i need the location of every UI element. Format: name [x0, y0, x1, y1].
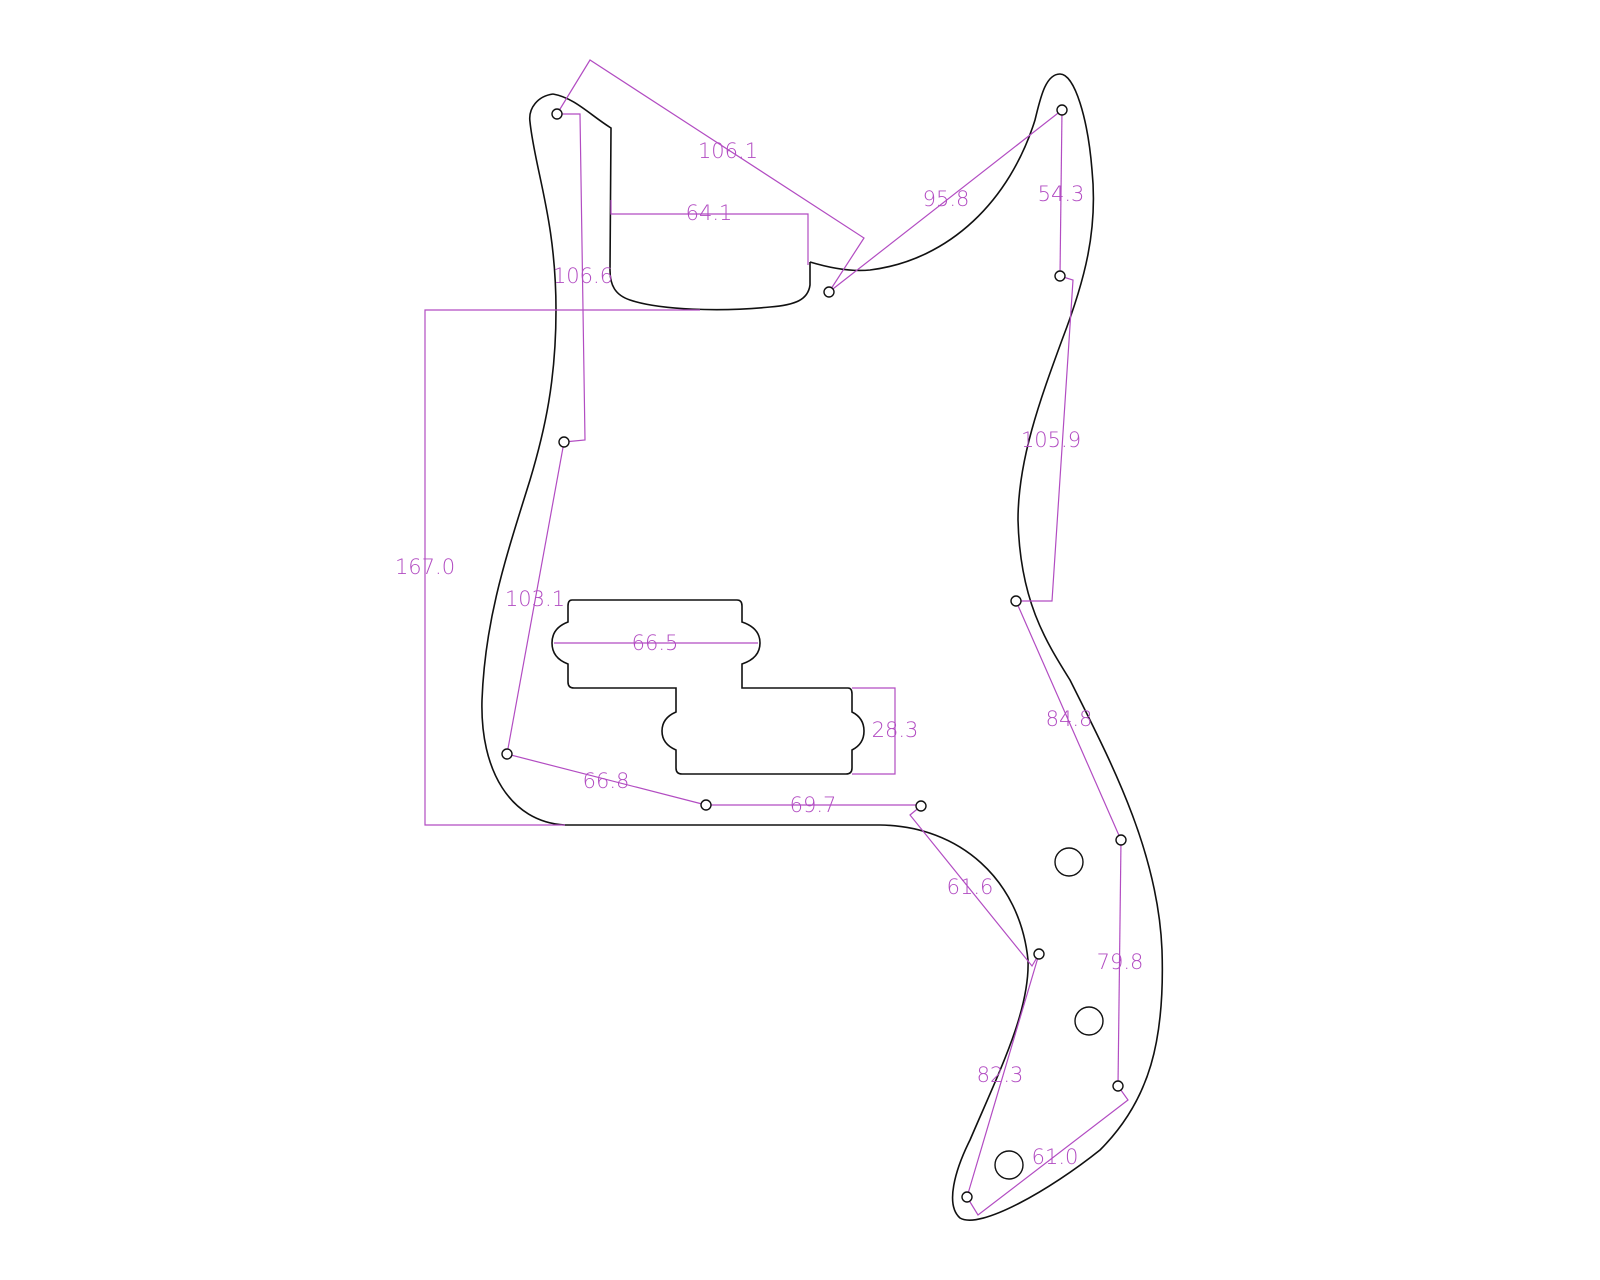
- dim-label-left-side-lower: 103.1: [505, 587, 565, 611]
- dim-label-bottom-left: 66.8: [583, 769, 630, 793]
- dim-label-overall-height: 167.0: [395, 555, 455, 579]
- dim-label-cutaway: 61.6: [947, 875, 994, 899]
- dim-label-pickup-top-width: 66.5: [632, 631, 679, 655]
- screw-holes: [501, 104, 1127, 1203]
- dim-label-top-diagonal: 106.1: [698, 139, 758, 163]
- pot-hole: [1074, 1006, 1104, 1036]
- screw-hole: [1112, 1080, 1124, 1092]
- pot-holes: [994, 847, 1104, 1180]
- pickguard-outline: [481, 73, 1164, 1221]
- screw-hole: [1054, 270, 1066, 282]
- dim-label-pickup-height: 28.3: [872, 718, 919, 742]
- dimension-labels: 106.1 64.1 95.8 54.3 106.6 105.9 167.0 1…: [395, 139, 1143, 1169]
- screw-hole: [915, 800, 927, 812]
- screw-hole: [1115, 834, 1127, 846]
- screw-hole: [1010, 595, 1022, 607]
- screw-hole: [1033, 948, 1045, 960]
- dim-label-horn-to-pocket: 95.8: [923, 187, 970, 211]
- screw-hole: [551, 108, 563, 120]
- dim-label-right-side-upper: 105.9: [1021, 428, 1081, 452]
- screw-hole: [558, 436, 570, 448]
- dim-label-tail-bottom: 61.0: [1032, 1145, 1079, 1169]
- screw-hole: [501, 748, 513, 760]
- screw-hole: [1056, 104, 1068, 116]
- pickup-cavity-outline: [551, 599, 865, 775]
- screw-hole: [961, 1191, 973, 1203]
- dim-label-tail-left: 82.3: [977, 1063, 1024, 1087]
- dim-label-bottom-middle: 69.7: [790, 793, 837, 817]
- jack-hole: [994, 1150, 1024, 1180]
- screw-hole: [700, 799, 712, 811]
- pot-hole: [1054, 847, 1084, 877]
- dim-label-right-side-middle: 84.8: [1046, 707, 1093, 731]
- neck-pocket-outline: [552, 93, 811, 311]
- dim-label-right-side-lower: 79.8: [1097, 950, 1144, 974]
- dim-label-neck-pocket-width: 64.1: [686, 201, 733, 225]
- dim-label-right-horn-vertical: 54.3: [1038, 182, 1085, 206]
- screw-hole: [823, 286, 835, 298]
- dim-label-left-upper-vertical: 106.6: [553, 264, 613, 288]
- dimension-lines: [424, 59, 1129, 1216]
